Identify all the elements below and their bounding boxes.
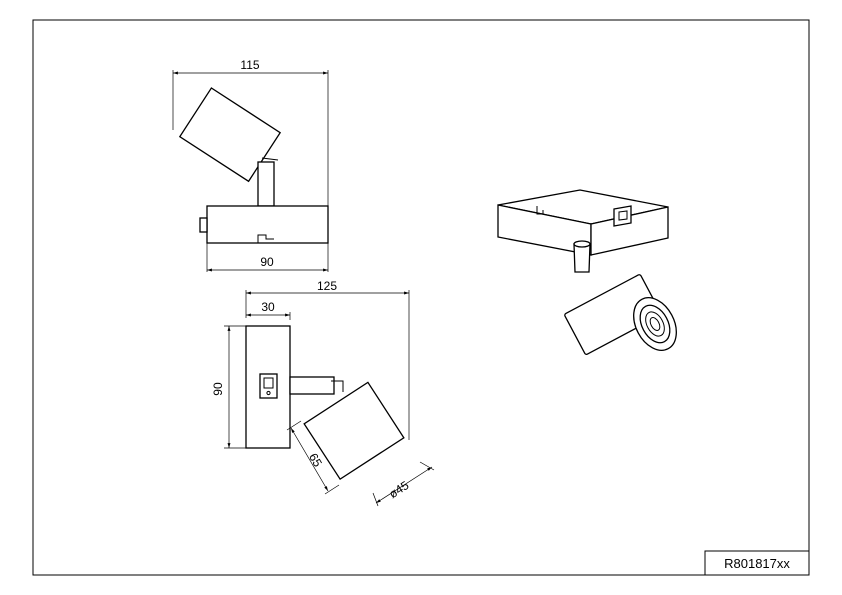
dim-label-125: 125 — [317, 279, 337, 293]
dim-label-30: 30 — [261, 300, 275, 314]
front-view: 125 30 90 65 ø45 — [211, 279, 435, 507]
dim-label-45: ø45 — [386, 478, 411, 501]
isometric-view — [497, 189, 677, 355]
side-view: 115 90 — [172, 58, 329, 272]
sheet-border — [32, 19, 810, 576]
dim-label-115: 115 — [240, 58, 259, 72]
title-block: R801817xx — [704, 550, 810, 576]
part-number: R801817xx — [724, 556, 790, 571]
dim-label-90-left: 90 — [211, 382, 225, 396]
dim-label-90-bottom: 90 — [260, 255, 274, 269]
dim-label-65: 65 — [306, 451, 325, 470]
